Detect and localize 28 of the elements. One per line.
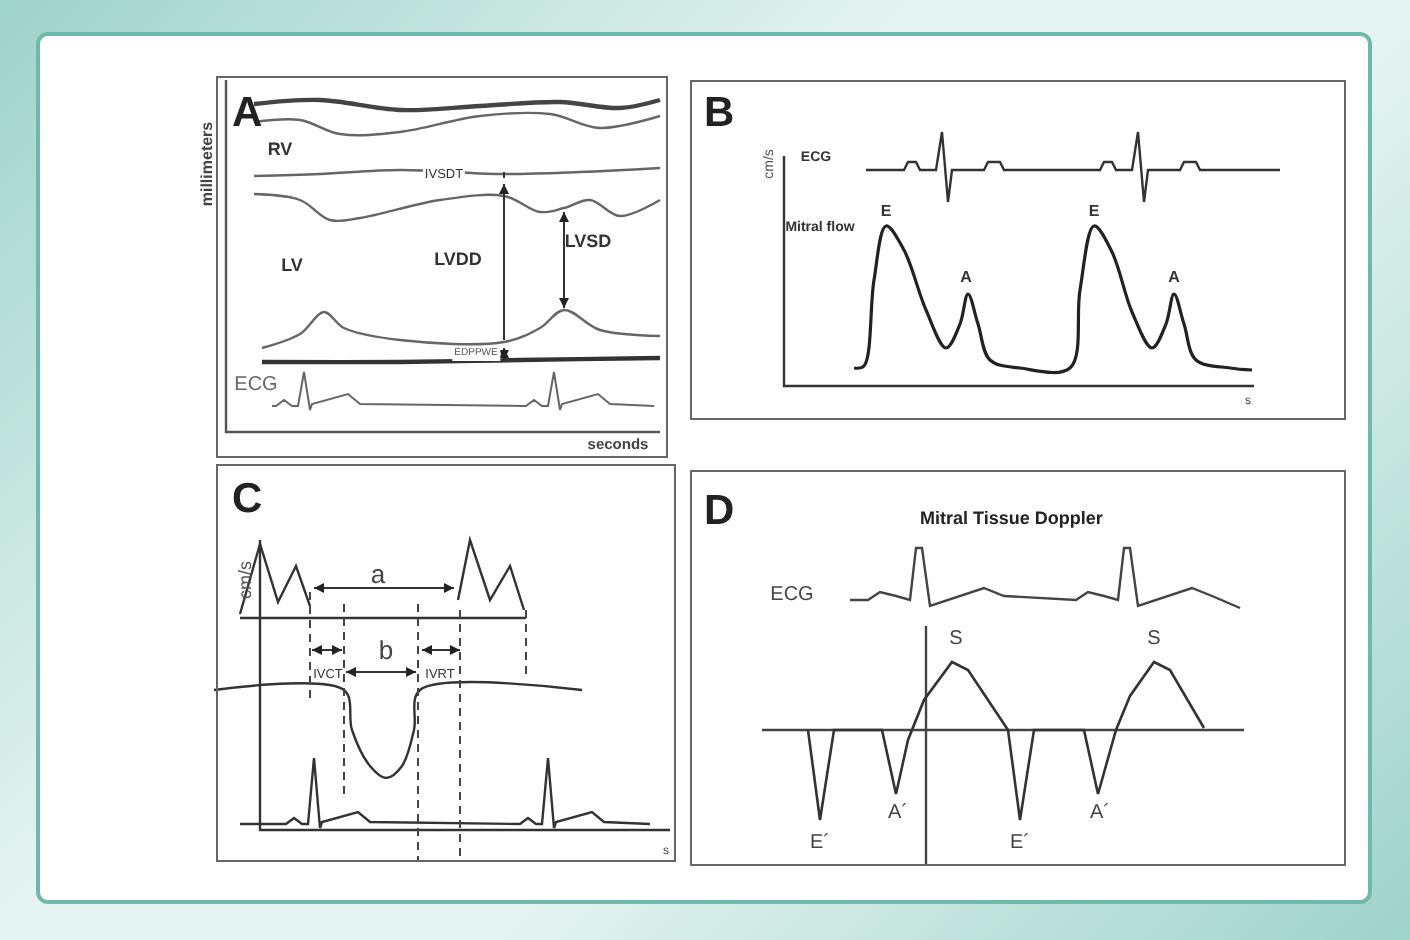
wave-label: S	[949, 630, 963, 650]
panel-frame	[690, 470, 1346, 866]
panel-letter: D	[704, 488, 735, 536]
wave-label: A´	[1090, 804, 1110, 824]
wave-label: A	[1168, 270, 1180, 286]
measure-label: LVDD	[434, 251, 482, 269]
panel-frame	[690, 80, 1346, 420]
wave-label: A	[960, 270, 972, 286]
chamber-label: LV	[281, 257, 303, 275]
wave-label: E´	[1010, 834, 1030, 854]
trace-label: ECG	[234, 376, 278, 396]
panel-frame	[216, 464, 676, 862]
panel-letter: A	[232, 90, 263, 138]
axis-label: millimeters	[200, 121, 216, 207]
wave-label: A´	[888, 804, 908, 824]
panel-title: Mitral Tissue Doppler	[920, 508, 1103, 528]
panel-letter: C	[232, 476, 263, 524]
wave-label: E´	[810, 834, 830, 854]
axis-label: cm/s	[237, 561, 255, 599]
interval-label: b	[378, 637, 394, 663]
panel-letter: B	[704, 90, 735, 138]
chamber-label: RV	[267, 141, 293, 159]
interval-label: a	[370, 561, 386, 587]
wave-label: E	[880, 204, 892, 220]
trace-label: ECG	[770, 586, 814, 606]
wave-label: E	[1088, 204, 1100, 220]
wave-label: S	[1147, 630, 1161, 650]
measure-label: LVSD	[564, 233, 612, 251]
